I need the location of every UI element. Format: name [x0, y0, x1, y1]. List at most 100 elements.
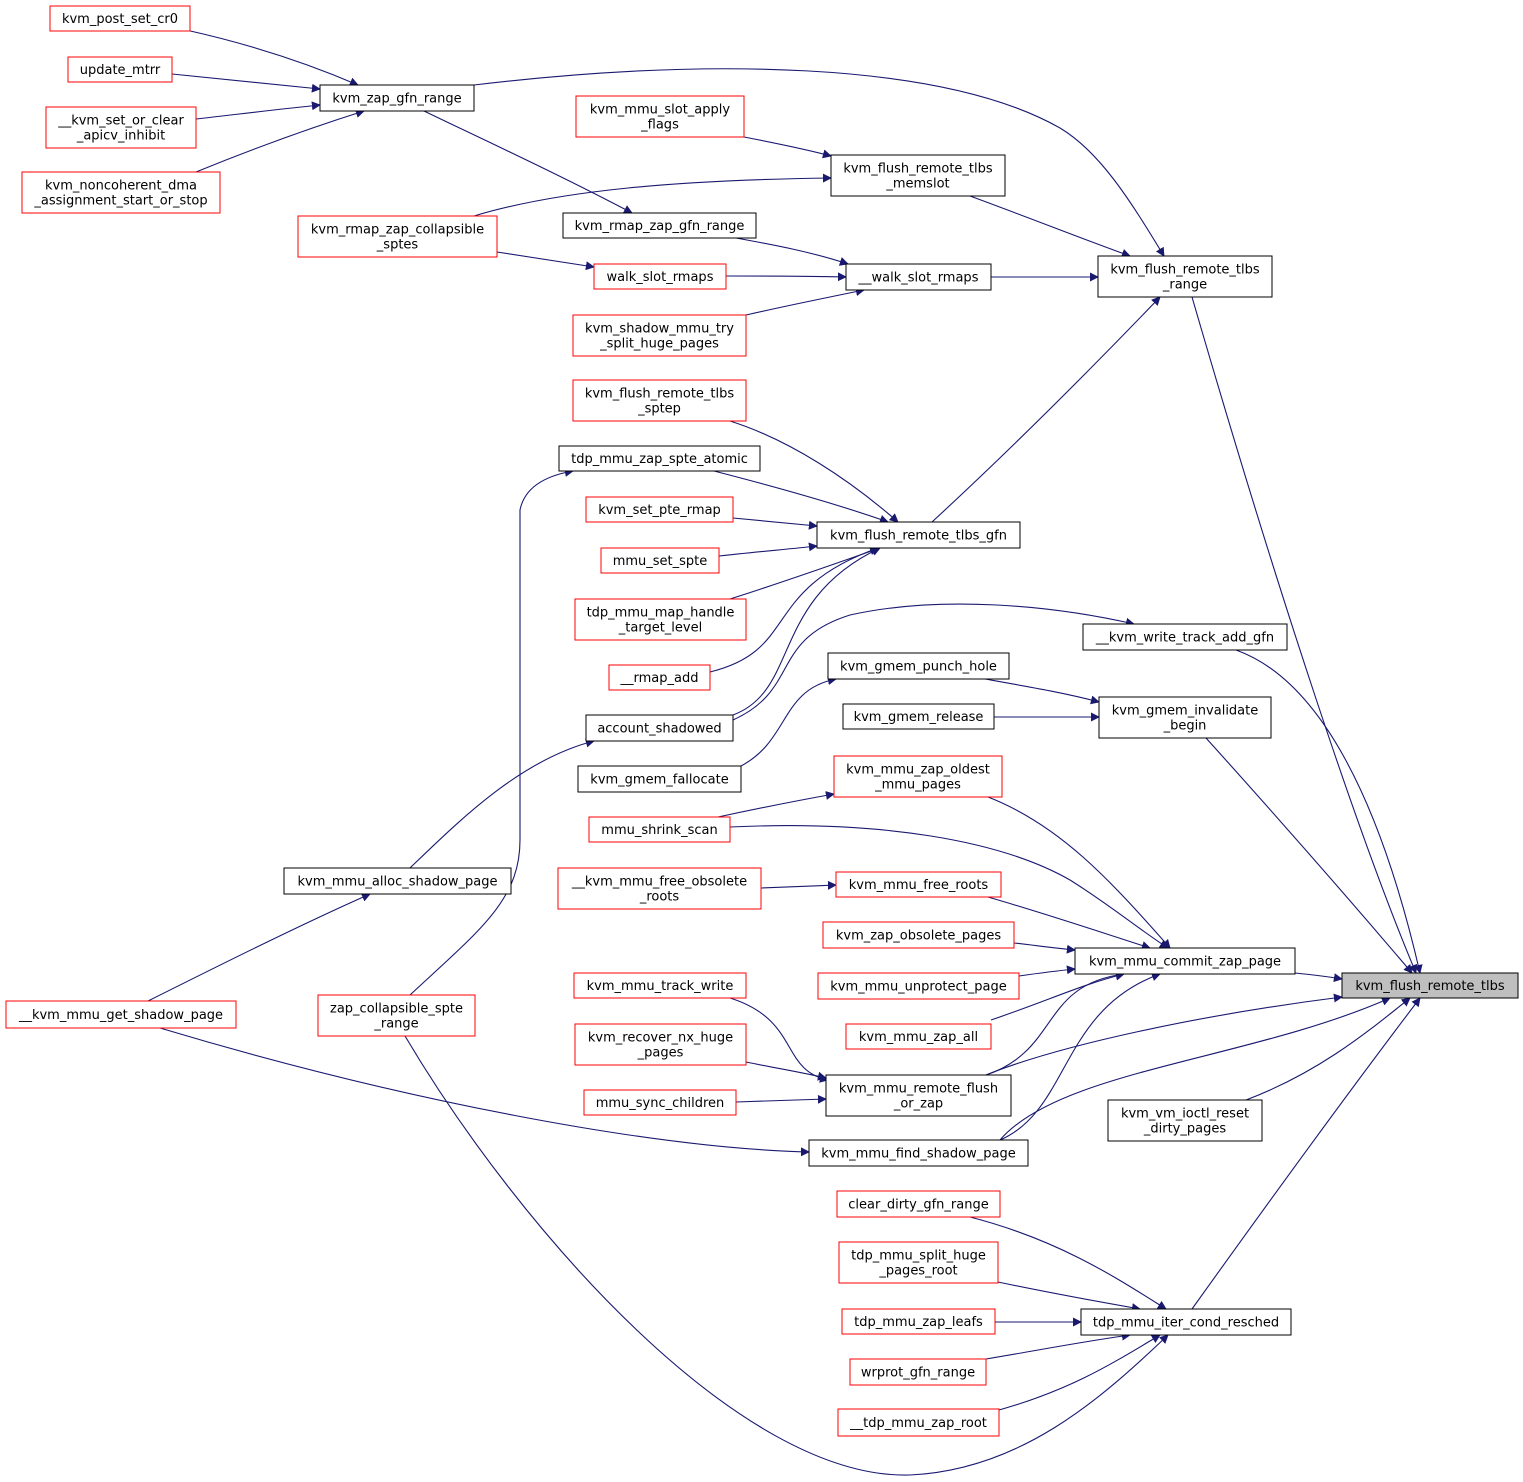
node-kvm_mmu_commit_zap_page[interactable]: kvm_mmu_commit_zap_page — [1074, 947, 1296, 975]
node-box — [593, 263, 727, 290]
node-box — [317, 994, 476, 1037]
node-__tdp_mmu_zap_root[interactable]: __tdp_mmu_zap_root — [837, 1408, 1000, 1437]
node-kvm_mmu_track_write[interactable]: kvm_mmu_track_write — [573, 972, 747, 999]
node-kvm_noncoherent[interactable]: kvm_noncoherent_dma_assignment_start_or_… — [21, 171, 221, 214]
node-kvm_gmem_fallocate[interactable]: kvm_gmem_fallocate — [577, 765, 742, 793]
edge-kvm_flush_remote_tlbs_range-to-root — [1191, 296, 1418, 974]
edge-__kvm_write_track_add_gfn-to-root — [1235, 649, 1423, 974]
node-__walk_slot_rmaps[interactable]: __walk_slot_rmaps — [845, 263, 992, 291]
node-kvm_zap_obsolete_pages[interactable]: kvm_zap_obsolete_pages — [822, 921, 1015, 949]
node-__kvm_mmu_free_obsolete[interactable]: __kvm_mmu_free_obsolete_roots — [557, 867, 762, 910]
node-kvm_mmu_remote_flush_or_zap[interactable]: kvm_mmu_remote_flush_or_zap — [825, 1074, 1012, 1117]
node-walk_slot_rmaps[interactable]: walk_slot_rmaps — [593, 263, 727, 290]
node-label: _range — [1162, 278, 1207, 293]
node-root[interactable]: kvm_flush_remote_tlbs — [1341, 972, 1519, 999]
node-tdp_mmu_zap_spte_atomic[interactable]: tdp_mmu_zap_spte_atomic — [558, 445, 761, 472]
node-label: tdp_mmu_split_huge — [851, 1249, 986, 1264]
node-box — [825, 1074, 1012, 1117]
node-tdp_mmu_map_handle[interactable]: tdp_mmu_map_handle_target_level — [574, 598, 747, 641]
node-update_mtrr[interactable]: update_mtrr — [67, 56, 173, 83]
node-box — [585, 714, 734, 742]
edge-kvm_flush_remote_tlbs_sptep-to-kvm_flush_remote_tlbs_gfn — [729, 420, 899, 523]
node-box — [1107, 1099, 1263, 1142]
node-box — [558, 445, 761, 472]
node-label: _range — [373, 1017, 418, 1032]
edge-kvm_post_set_cr0-to-kvm_zap_gfn_range — [185, 29, 359, 86]
node-box — [842, 703, 995, 730]
node-kvm_flush_remote_tlbs_memslot[interactable]: kvm_flush_remote_tlbs_memslot — [830, 154, 1006, 197]
edges-layer — [147, 29, 1423, 1476]
edge-kvm_gmem_fallocate-to-kvm_gmem_punch_hole — [740, 676, 837, 767]
node-label: tdp_mmu_map_handle — [587, 606, 735, 621]
node-kvm_mmu_zap_all[interactable]: kvm_mmu_zap_all — [845, 1023, 992, 1050]
node-kvm_flush_remote_tlbs_range[interactable]: kvm_flush_remote_tlbs_range — [1097, 255, 1273, 298]
node-box — [1082, 623, 1288, 651]
node-kvm_flush_remote_tlbs_gfn[interactable]: kvm_flush_remote_tlbs_gfn — [816, 521, 1021, 549]
edge-mmu_shrink_scan-to-kvm_mmu_commit_zap_page — [729, 825, 1169, 949]
node-label: account_shadowed — [597, 722, 721, 737]
node-tdp_mmu_split_huge[interactable]: tdp_mmu_split_huge_pages_root — [838, 1241, 999, 1284]
node-kvm_gmem_punch_hole[interactable]: kvm_gmem_punch_hole — [827, 652, 1010, 680]
node-label: walk_slot_rmaps — [607, 270, 714, 285]
edge-__kvm_mmu_get_shadow_page-to-kvm_mmu_alloc_shadow_page — [147, 893, 371, 1002]
node-box — [21, 171, 221, 214]
node-box — [836, 1190, 1001, 1218]
node-label: tdp_mmu_zap_spte_atomic — [571, 452, 748, 467]
node-kvm_gmem_release[interactable]: kvm_gmem_release — [842, 703, 995, 730]
node-__kvm_write_track_add_gfn[interactable]: __kvm_write_track_add_gfn — [1082, 623, 1288, 651]
edge-kvm_mmu_track_write-to-kvm_mmu_remote_flush_or_zap — [729, 997, 829, 1083]
node-mmu_sync_children[interactable]: mmu_sync_children — [583, 1089, 737, 1116]
edge-update_mtrr-to-kvm_zap_gfn_range — [171, 73, 321, 93]
edge-mmu_set_spte-to-kvm_flush_remote_tlbs_gfn — [718, 542, 818, 557]
edge-__kvm_mmu_free_obsolete-to-kvm_mmu_free_roots — [760, 880, 837, 890]
edge-kvm_zap_obsolete_pages-to-kvm_mmu_commit_zap_page — [1013, 942, 1076, 954]
node-__rmap_add[interactable]: __rmap_add — [608, 664, 711, 691]
node-label: _sptep — [637, 402, 681, 417]
node-kvm_set_or_clear_apicv_inhibit[interactable]: __kvm_set_or_clear_apicv_inhibit — [45, 106, 197, 149]
node-kvm_vm_ioctl_reset[interactable]: kvm_vm_ioctl_reset_dirty_pages — [1107, 1099, 1263, 1142]
node-kvm_rmap_zap_gfn_range[interactable]: kvm_rmap_zap_gfn_range — [562, 212, 757, 239]
node-tdp_mmu_iter_cond_resched[interactable]: tdp_mmu_iter_cond_resched — [1080, 1308, 1292, 1336]
node-kvm_mmu_find_shadow_page[interactable]: kvm_mmu_find_shadow_page — [808, 1139, 1029, 1167]
node-kvm_set_pte_rmap[interactable]: kvm_set_pte_rmap — [585, 496, 734, 523]
node-clear_dirty_gfn_range[interactable]: clear_dirty_gfn_range — [836, 1190, 1001, 1218]
node-label: kvm_mmu_slot_apply — [590, 103, 730, 118]
node-kvm_post_set_cr0[interactable]: kvm_post_set_cr0 — [49, 5, 191, 32]
node-box — [608, 664, 711, 691]
node-label: kvm_set_pte_rmap — [598, 503, 721, 518]
node-tdp_mmu_zap_leafs[interactable]: tdp_mmu_zap_leafs — [841, 1308, 996, 1335]
node-wrprot_gfn_range[interactable]: wrprot_gfn_range — [849, 1358, 987, 1386]
node-label: kvm_gmem_fallocate — [590, 773, 728, 788]
node-kvm_gmem_invalidate_begin[interactable]: kvm_gmem_invalidate_begin — [1098, 696, 1272, 739]
node-mmu_set_spte[interactable]: mmu_set_spte — [600, 547, 720, 574]
node-kvm_mmu_free_roots[interactable]: kvm_mmu_free_roots — [835, 871, 1002, 898]
node-box — [830, 154, 1006, 197]
edge-kvm_gmem_punch_hole-to-kvm_gmem_invalidate_begin — [984, 678, 1100, 705]
node-box — [297, 215, 498, 258]
node-kvm_recover_nx_huge_pages[interactable]: kvm_recover_nx_huge_pages — [574, 1023, 747, 1066]
node-label: kvm_mmu_free_roots — [849, 878, 989, 893]
node-box — [1098, 696, 1272, 739]
node-label: __tdp_mmu_zap_root — [849, 1416, 987, 1431]
node-kvm_flush_remote_tlbs_sptep[interactable]: kvm_flush_remote_tlbs_sptep — [572, 379, 747, 422]
node-box — [577, 765, 742, 793]
node-kvm_zap_gfn_range[interactable]: kvm_zap_gfn_range — [319, 84, 475, 112]
node-label: __kvm_write_track_add_gfn — [1095, 631, 1274, 646]
node-__kvm_mmu_get_shadow_page[interactable]: __kvm_mmu_get_shadow_page — [5, 1000, 237, 1029]
node-kvm_mmu_slot_apply_flags[interactable]: kvm_mmu_slot_apply_flags — [575, 95, 745, 138]
node-kvm_mmu_zap_oldest[interactable]: kvm_mmu_zap_oldest_mmu_pages — [833, 755, 1003, 798]
node-label: _flags — [640, 118, 679, 133]
edge-mmu_sync_children-to-kvm_mmu_remote_flush_or_zap — [735, 1094, 827, 1104]
edge-account_shadowed-to-__kvm_write_track_add_gfn — [732, 603, 1135, 721]
node-zap_collapsible_spte_range[interactable]: zap_collapsible_spte_range — [317, 994, 476, 1037]
node-kvm_rmap_zap_collapsible_sptes[interactable]: kvm_rmap_zap_collapsible_sptes — [297, 215, 498, 258]
edge-kvm_recover_nx_huge_pages-to-kvm_mmu_remote_flush_or_zap — [745, 1061, 827, 1081]
node-box — [1341, 972, 1519, 999]
node-mmu_shrink_scan[interactable]: mmu_shrink_scan — [588, 816, 731, 843]
node-kvm_shadow_mmu_try_split[interactable]: kvm_shadow_mmu_try_split_huge_pages — [572, 314, 747, 357]
node-kvm_mmu_unprotect_page[interactable]: kvm_mmu_unprotect_page — [817, 972, 1020, 1000]
node-kvm_mmu_alloc_shadow_page[interactable]: kvm_mmu_alloc_shadow_page — [283, 867, 512, 895]
node-box — [588, 816, 731, 843]
node-account_shadowed[interactable]: account_shadowed — [585, 714, 734, 742]
node-box — [574, 1023, 747, 1066]
